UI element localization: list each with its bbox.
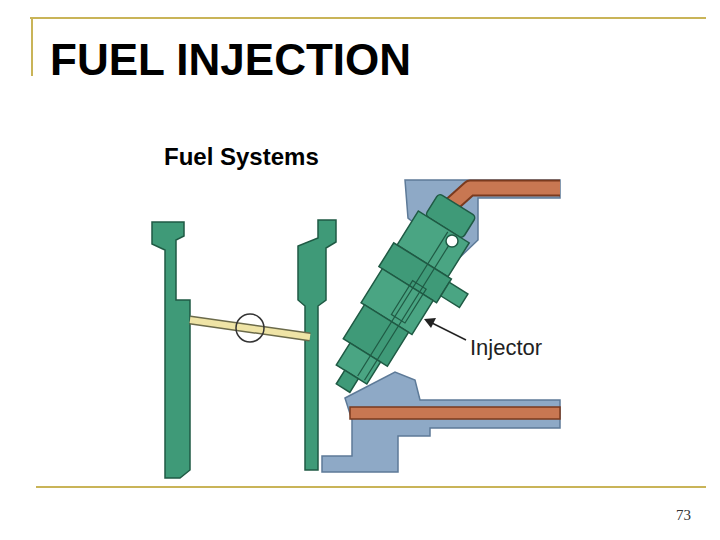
- arrowhead: [424, 318, 436, 328]
- throttle-plate: [190, 320, 310, 337]
- throttle-body-wall: [298, 220, 336, 470]
- subtitle: Fuel Systems: [164, 145, 319, 169]
- injector: [314, 187, 505, 418]
- fuel-pipe: [350, 407, 560, 419]
- frame-line: [31, 18, 33, 76]
- throttle-plate: [190, 320, 310, 337]
- part-label: Injector: [468, 337, 544, 359]
- page-number: 73: [676, 508, 691, 523]
- cylinder-head: [322, 372, 560, 472]
- throttle-body-wall: [152, 222, 190, 478]
- slide-title: FUEL INJECTION: [50, 38, 411, 82]
- frame-line: [36, 486, 706, 488]
- throttle-shaft: [236, 314, 264, 342]
- o-ring: [446, 235, 458, 247]
- leader-line: [432, 323, 466, 340]
- frame-line: [30, 17, 706, 19]
